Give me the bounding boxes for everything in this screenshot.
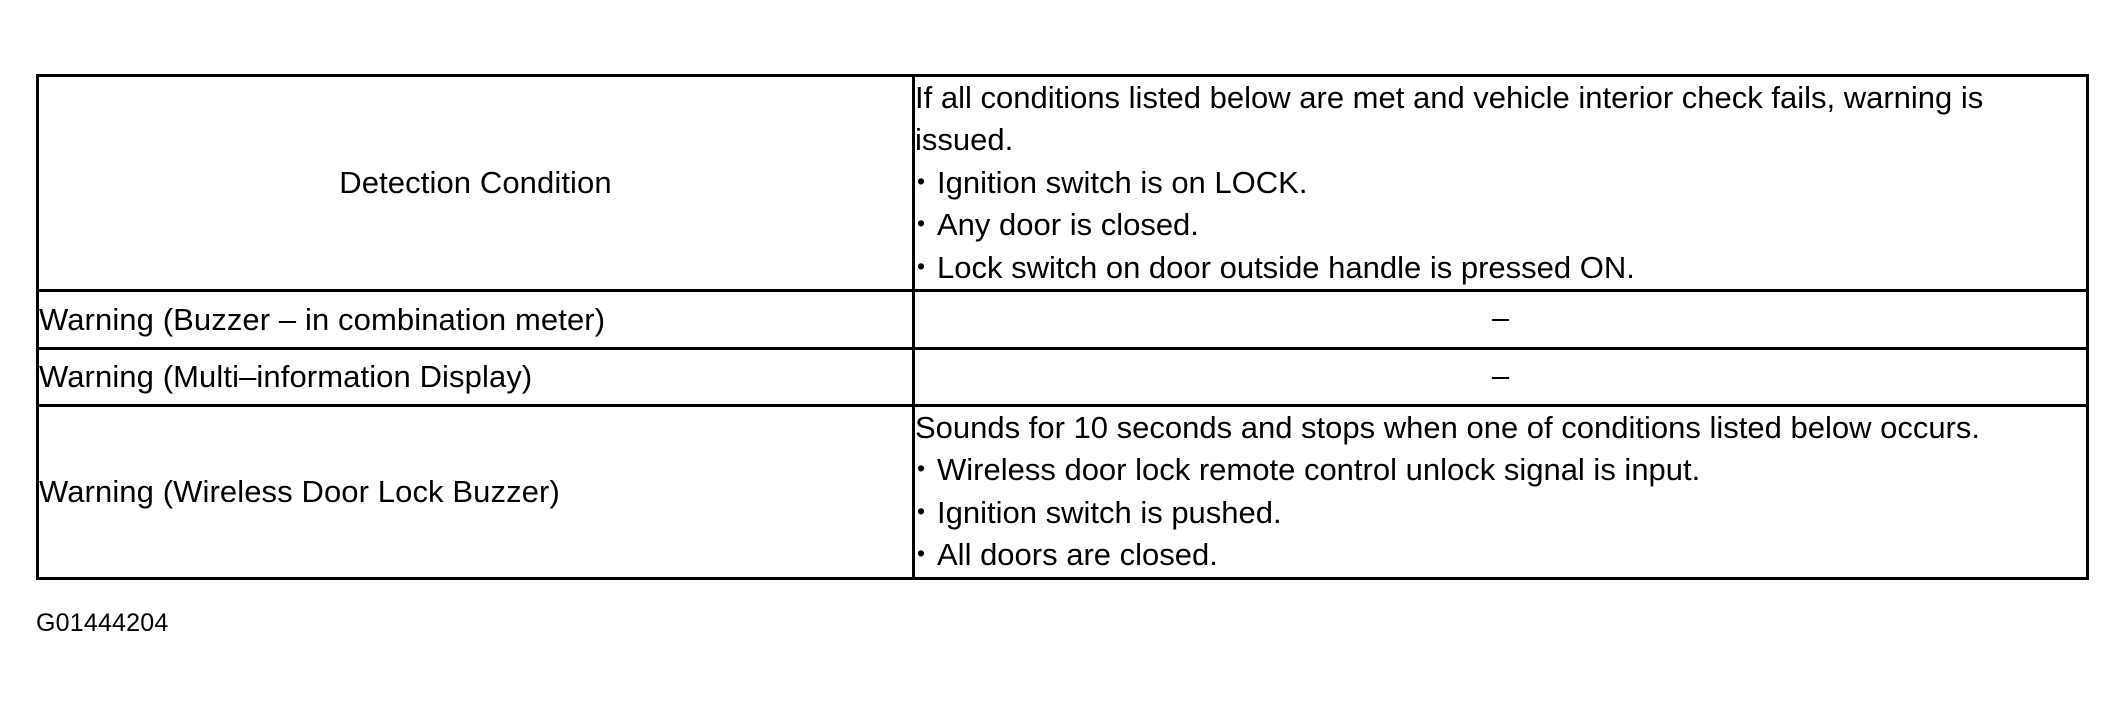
value-bullet-list: Ignition switch is on LOCK. Any door is … (915, 161, 2086, 289)
row-label-text: Warning (Buzzer – in combination meter) (39, 301, 606, 337)
table-row: Warning (Buzzer – in combination meter) … (36, 289, 2089, 350)
list-item: Ignition switch is on LOCK. (915, 161, 2086, 204)
table-body: Detection Condition If all conditions li… (36, 73, 2089, 580)
list-item: Any door is closed. (915, 203, 2086, 246)
row-value-cell-warning-wireless-door-lock-buzzer: Sounds for 10 seconds and stops when one… (912, 403, 2089, 580)
list-item: All doors are closed. (915, 533, 2086, 576)
row-value-cell-warning-buzzer-combination-meter: – (912, 289, 2089, 350)
row-label-cell-detection-condition: Detection Condition (36, 73, 915, 293)
list-item: Ignition switch is pushed. (915, 491, 2086, 534)
list-item: Lock switch on door outside handle is pr… (915, 246, 2086, 289)
figure-id-label: G01444204 (36, 609, 169, 637)
row-label-text: Detection Condition (339, 165, 612, 201)
row-value-cell-warning-multi-information-display: – (912, 346, 2089, 407)
empty-value-dash: – (1491, 357, 1510, 393)
row-label-cell-warning-buzzer-combination-meter: Warning (Buzzer – in combination meter) (36, 289, 915, 350)
table-row: Warning (Wireless Door Lock Buzzer) Soun… (36, 403, 2089, 580)
row-label-text: Warning (Wireless Door Lock Buzzer) (39, 474, 560, 510)
detection-condition-table: Detection Condition If all conditions li… (36, 73, 2089, 580)
list-item: Wireless door lock remote control unlock… (915, 448, 2086, 491)
value-intro-text: If all conditions listed below are met a… (915, 80, 1984, 158)
row-label-cell-warning-multi-information-display: Warning (Multi–information Display) (36, 346, 915, 407)
value-intro-text: Sounds for 10 seconds and stops when one… (915, 409, 1980, 445)
value-bullet-list: Wireless door lock remote control unlock… (915, 448, 2086, 576)
row-label-cell-warning-wireless-door-lock-buzzer: Warning (Wireless Door Lock Buzzer) (36, 403, 915, 580)
table-row: Warning (Multi–information Display) – (36, 346, 2089, 407)
row-label-text: Warning (Multi–information Display) (39, 358, 533, 394)
empty-value-dash: – (1491, 300, 1510, 336)
row-value-cell-detection-condition: If all conditions listed below are met a… (912, 73, 2089, 293)
table-row: Detection Condition If all conditions li… (36, 73, 2089, 293)
